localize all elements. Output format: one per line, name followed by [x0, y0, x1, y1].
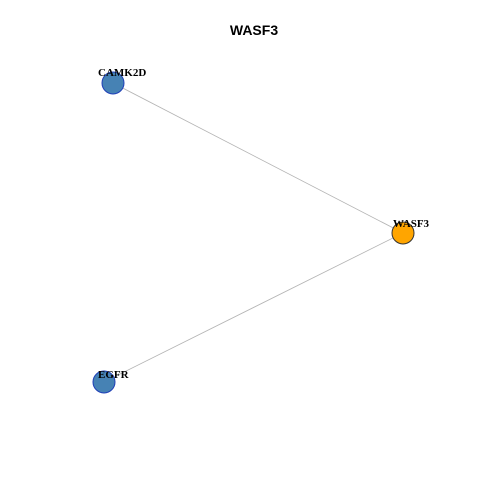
node-label-camk2d: CAMK2D	[98, 67, 146, 79]
node-camk2d	[101, 71, 125, 95]
edge-egfr-wasf3	[103, 232, 404, 383]
graph-title: WASF3	[230, 22, 278, 38]
node-label-wasf3: WASF3	[393, 218, 430, 230]
edges-layer	[103, 82, 404, 383]
nodes-layer	[92, 71, 415, 394]
node-label-egfr: EGFR	[98, 369, 130, 381]
node-egfr	[92, 370, 116, 394]
node-wasf3	[391, 221, 415, 245]
edge-camk2d-wasf3	[112, 82, 404, 234]
